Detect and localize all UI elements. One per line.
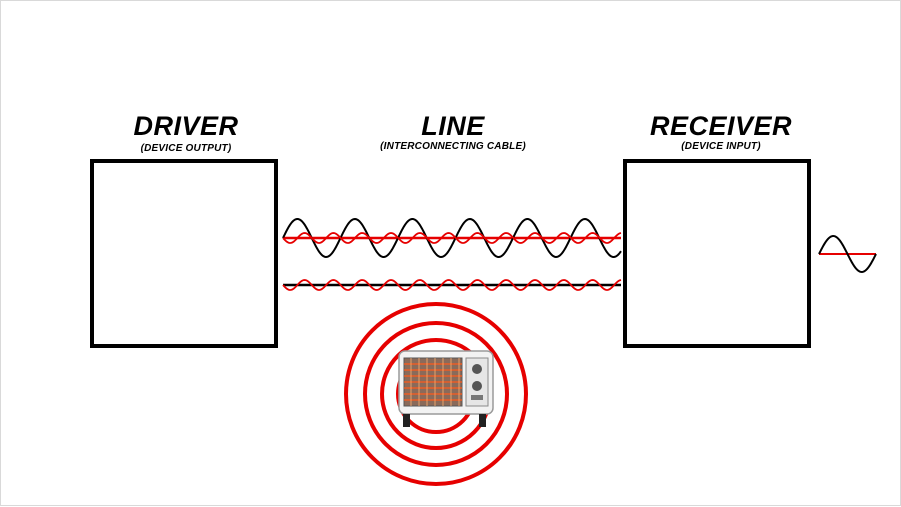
signal-waveform [282,217,622,259]
line-title: LINE [421,111,485,141]
receiver-box [623,159,811,348]
output-waveform [818,235,877,273]
interference-ring [363,321,509,467]
noise-waveform-upper [282,232,622,244]
receiver-subtitle: (DEVICE INPUT) [681,141,761,152]
driver-subtitle: (DEVICE OUTPUT) [140,143,232,154]
interference-ring [344,302,528,486]
line-subtitle: (INTERCONNECTING CABLE) [380,141,526,152]
receiver-title: RECEIVER [649,111,793,141]
noise-waveform-lower [282,279,622,291]
driver-box [90,159,278,348]
space-heater-icon [398,350,494,427]
cable-conductors [283,236,621,287]
driver-title: DRIVER [133,111,239,141]
